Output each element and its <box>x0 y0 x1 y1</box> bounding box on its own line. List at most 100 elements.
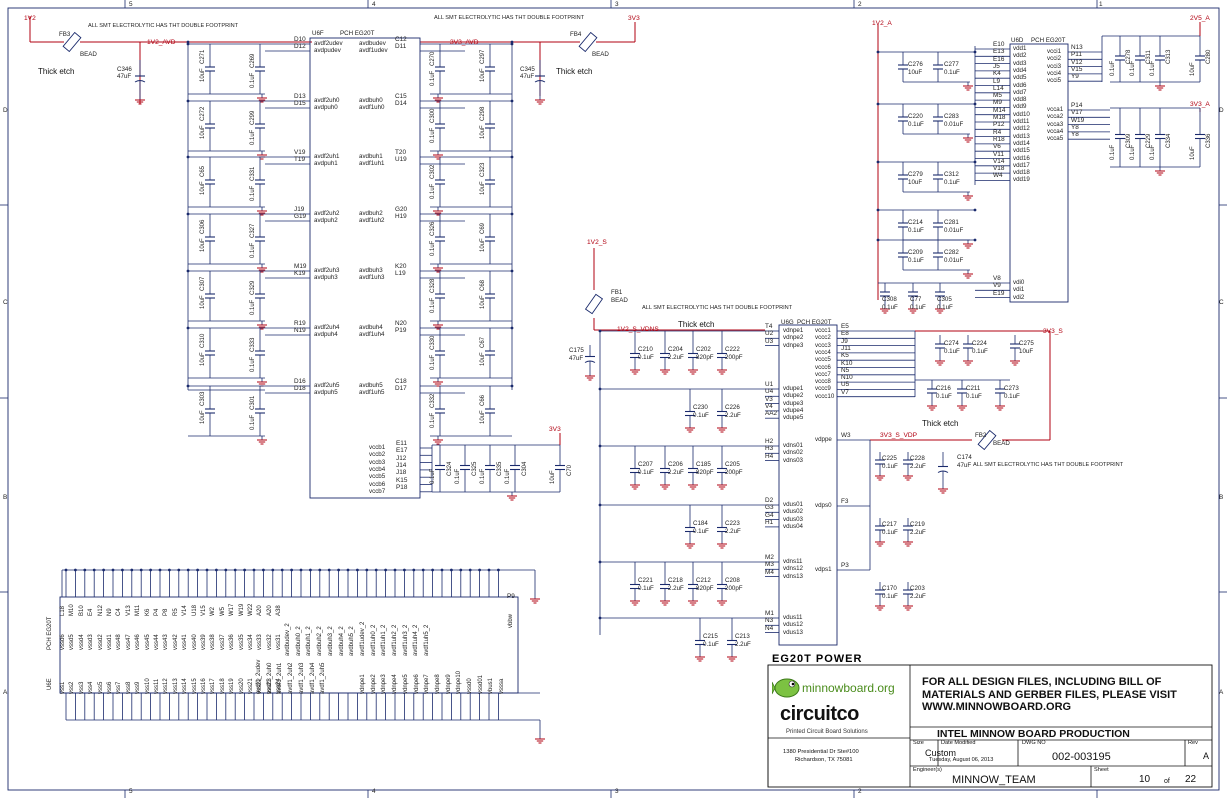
left-cap-value: 10uF <box>200 295 206 309</box>
u6e-top-name: vss48 <box>116 634 123 650</box>
u6d-bottom-cap-value: 0.1uF <box>882 304 898 311</box>
u6d-ball-label: V9 <box>993 282 1001 290</box>
u6g-cap-ref: C208 <box>725 577 740 584</box>
u6f-pin-name: vccb6 <box>369 480 386 488</box>
u6e-bot-r: vdnpe3 <box>381 674 388 694</box>
u6e-bot-mid: avdf1_2uh2 <box>288 662 295 694</box>
u6g-ball-label: W3 <box>841 432 851 439</box>
dwg-label: DWG NO <box>1022 740 1046 746</box>
u6g-pin-name: vdupe4 <box>783 406 804 414</box>
right-cap-value: 0.1uF <box>430 297 436 313</box>
u6g-ball-label: AA2 <box>765 410 778 418</box>
minnow-fish-icon <box>772 678 800 698</box>
u6e-refdes: U6E <box>47 678 53 690</box>
rail-1v2-s-vdns: 1V2_S_VDNS <box>617 326 659 333</box>
left-cap-ref: C65 <box>200 165 206 177</box>
u6f-pin-name: avdf2uh2 <box>314 210 340 217</box>
u6g-pin-name: vdupe1 <box>783 385 804 392</box>
vcci-cap-value: 0.1uF <box>1130 60 1136 76</box>
frame-row-label: A <box>1219 689 1224 696</box>
u6f-ball-label: D11 <box>395 43 407 50</box>
u6d-ball-label: R4 <box>993 128 1002 136</box>
left-cap-value: 0.1uF <box>250 129 256 145</box>
rail-1v2: 1V2 <box>24 15 36 22</box>
left-cap-value: 0.1uF <box>250 299 256 315</box>
of-label: of <box>1164 778 1170 785</box>
u6d-cap-value: 0.01uF <box>944 257 964 264</box>
u6e-bot-r: vdnpe5 <box>402 674 409 694</box>
u6f-ball-label: D13 <box>294 93 306 100</box>
rail-3v3-s-vdp: 3V3_S_VDP <box>880 432 918 439</box>
design-files-note: FOR ALL DESIGN FILES, INCLUDING BILL OF … <box>922 676 1177 714</box>
u6g-cap-ref: C226 <box>725 404 740 411</box>
right-cap-ref: C270 <box>430 51 436 66</box>
frame-col-label: 2 <box>858 1 862 8</box>
u6d-pin-name: vdd8 <box>1013 96 1027 104</box>
vccc-cap-ref: C275 <box>1019 340 1034 347</box>
u6g-pin-name: vccc5 <box>815 356 831 364</box>
u6e-bot-name: vss9 <box>135 681 142 694</box>
vccc-cap-ref: C211 <box>966 385 981 392</box>
u6d-ball-label: V12 <box>1071 58 1083 66</box>
u6d-ball-label: V8 <box>993 275 1001 282</box>
u6d-cap-ref: C312 <box>944 171 959 178</box>
u6e-top-mid: avdf1uh4_2 <box>413 624 420 656</box>
u6e-bot-name: vss20 <box>238 678 245 694</box>
vccc-cap-ref: C273 <box>1004 385 1019 392</box>
u6f-pin-name: avdpuh3 <box>314 274 338 281</box>
u6d-cap-ref: C283 <box>944 113 959 120</box>
u6g-pin-name: vdus03 <box>783 515 803 523</box>
right-cap-value: 10uF <box>480 125 486 139</box>
u6e-top-pin: A20 <box>266 605 273 616</box>
u6e-top-name: vss38 <box>210 634 217 650</box>
u6f-ball-label: N20 <box>395 320 407 327</box>
u6e-bot-name: vss18 <box>219 678 226 694</box>
right-cap-ref: C66 <box>480 394 486 406</box>
right-cap-ref: C68 <box>480 279 486 291</box>
u6g-pin-name: vdns12 <box>783 565 803 573</box>
left-cap-value: 10uF <box>200 410 206 424</box>
frame-col-label: 5 <box>129 1 133 8</box>
u6g-ball-label: N4 <box>765 624 774 632</box>
u6d-pin-name: vdd9 <box>1013 103 1027 111</box>
u6g-cap-value: 0.1uF <box>638 585 654 592</box>
u6e-top-name: vss40 <box>191 634 198 650</box>
u6g-ball-label: H4 <box>765 452 774 460</box>
u6d-pin-name: vdd10 <box>1013 110 1030 118</box>
vdp-cap-value: 0.1uF <box>882 593 898 600</box>
u6g-ball-label: V4 <box>765 402 773 410</box>
u6d-ball-label: N13 <box>1071 44 1083 51</box>
u6e-top-name: vss31 <box>276 634 283 650</box>
u6e-top-pin: W19 <box>238 603 245 616</box>
u6g-pin-name: vdus02 <box>783 508 803 516</box>
fb1-label: FB1 <box>611 289 623 296</box>
u6f-ball-label: R19 <box>294 320 306 327</box>
u6g-ball-label: K5 <box>841 352 849 360</box>
u6d-pin-name: vdd4 <box>1013 66 1027 74</box>
frame-row-label: D <box>1219 107 1224 114</box>
u6g-part: PCH EG20T <box>797 319 832 326</box>
u6e-bot-name: vss4 <box>88 681 95 694</box>
u6g-cap-value: 200pF <box>725 354 743 361</box>
u6g-pin-name: vccc8 <box>815 378 831 386</box>
u6g-ball-label: U2 <box>765 330 774 338</box>
u6f-ball-label: K20 <box>395 263 407 270</box>
u6f-ball-label: E11 <box>396 440 407 447</box>
frame-col-label: 4 <box>372 788 376 795</box>
vdp-cap-value: 2.2uF <box>910 529 926 536</box>
rail-1v2-s: 1V2_S <box>587 239 607 246</box>
u6e-top-mid: avdf1uh2_2 <box>392 624 398 656</box>
vccc-cap-value: 0.1uF <box>966 393 982 400</box>
left-cap-value: 10uF <box>200 68 206 82</box>
u6e-top-name: vss46 <box>135 634 142 650</box>
rail-3v3-s: 3V3_S <box>1043 328 1063 335</box>
u6d-ball-label: M18 <box>993 114 1006 121</box>
left-cap-ref: C271 <box>200 49 206 64</box>
u6f-ball-label: P19 <box>395 327 407 334</box>
vdp-cap-value: 0.1uF <box>882 463 898 470</box>
u6e-top-pin: W2 <box>210 607 217 616</box>
vccc-cap-value: 0.1uF <box>1004 393 1020 400</box>
fb4-label: FB4 <box>570 31 582 38</box>
u6f-ball-label: G20 <box>395 206 408 213</box>
